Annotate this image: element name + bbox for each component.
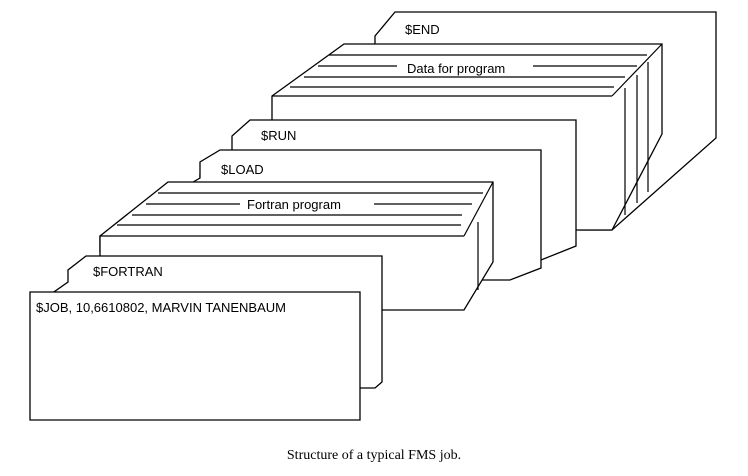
fortran-program-label: Fortran program [247,197,341,212]
fortran-card-label: $FORTRAN [93,264,163,279]
run-card-label: $RUN [261,128,296,143]
card-deck-diagram: $END Data for program $RUN $LOAD [29,11,717,421]
load-card-label: $LOAD [221,162,264,177]
figure-caption: Structure of a typical FMS job. [286,448,462,463]
job-card-label: $JOB, 10,6610802, MARVIN TANENBAUM [36,300,286,315]
job-card: $JOB, 10,6610802, MARVIN TANENBAUM [29,291,361,421]
end-card-label: $END [405,22,440,37]
data-for-program-label: Data for program [407,61,505,76]
